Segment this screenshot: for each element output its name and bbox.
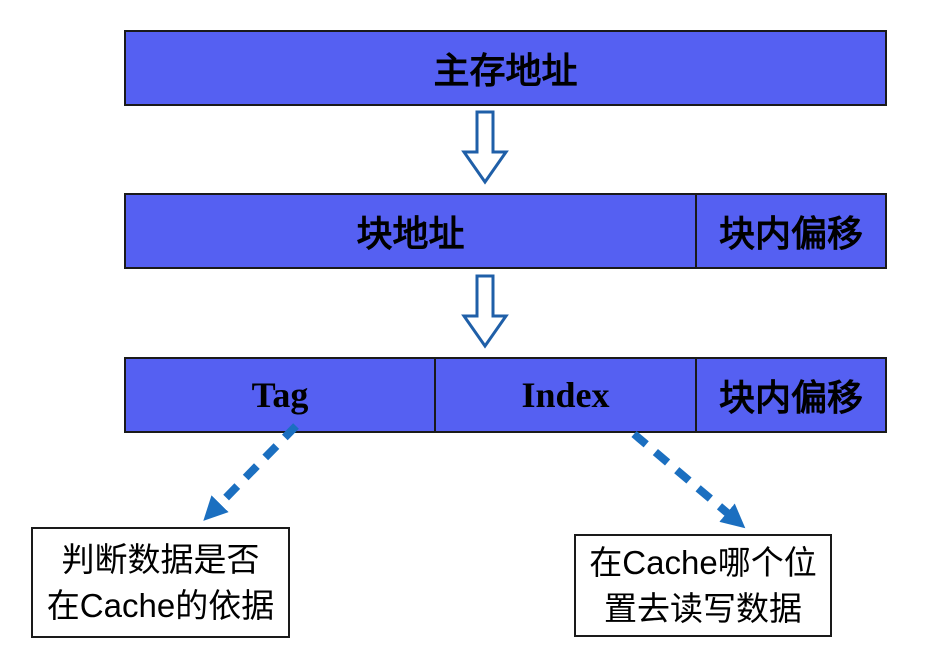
dashed-arrow-left-icon <box>203 423 299 521</box>
main-memory-address-label: 主存地址 <box>433 51 578 91</box>
tag-index-offset-bar: Tag Index 块内偏移 <box>124 357 887 433</box>
index-note-text: 在Cache哪个位 置去读写数据 <box>589 543 817 627</box>
down-arrow-icon <box>461 110 509 185</box>
index-note-box: 在Cache哪个位 置去读写数据 <box>574 534 832 637</box>
down-arrow-icon <box>461 274 509 349</box>
block-offset-label: 块内偏移 <box>695 359 885 431</box>
dashed-arrow-right-icon <box>631 430 746 529</box>
tag-note-text: 判断数据是否 在Cache的依据 <box>46 540 275 624</box>
tag-label: Tag <box>251 375 309 415</box>
block-address-label: 块地址 <box>356 214 465 254</box>
tag-note-box: 判断数据是否 在Cache的依据 <box>31 527 290 638</box>
index-label: Index <box>434 359 695 431</box>
block-offset-label: 块内偏移 <box>695 195 885 267</box>
main-memory-address-bar: 主存地址 <box>124 30 887 106</box>
block-address-bar: 块地址 块内偏移 <box>124 193 887 269</box>
